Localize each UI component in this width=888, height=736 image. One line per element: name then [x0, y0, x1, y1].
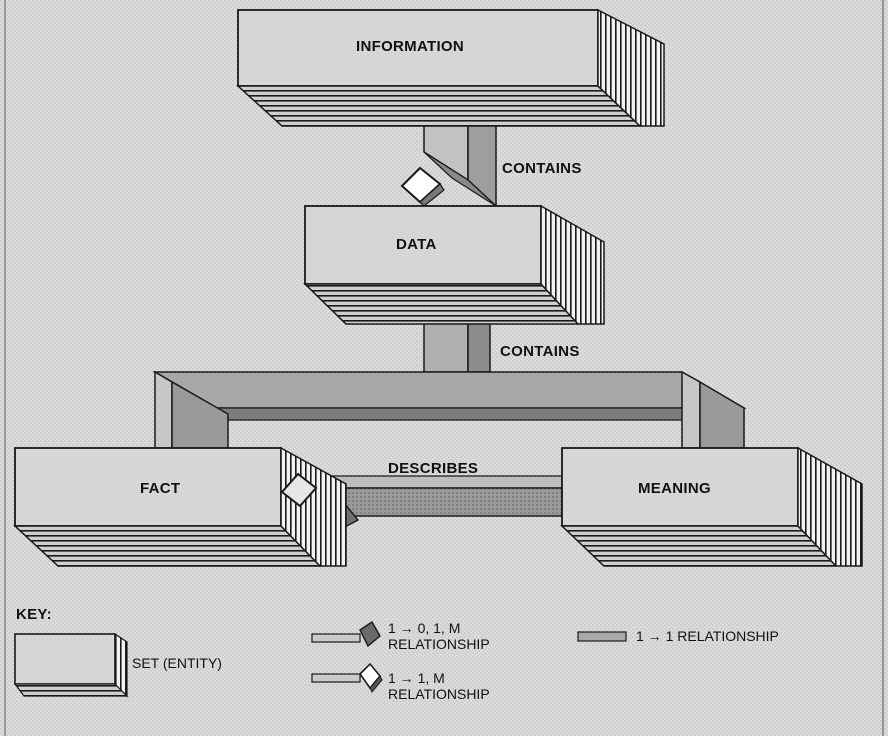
diamond-fact-meaning	[280, 472, 318, 508]
key-rel-one-many-symbol	[311, 662, 383, 693]
entity-label-fact: FACT	[140, 480, 181, 497]
entity-label-data: DATA	[396, 236, 437, 253]
key-label-rel-zero-one-many-word: RELATIONSHIP	[388, 636, 490, 652]
key-title: KEY:	[16, 606, 52, 623]
key-label-rel-one-many-arrow: 1 → 1, M	[388, 670, 445, 686]
relationship-label-information-data: CONTAINS	[502, 160, 582, 177]
key-rel-zero-one-many-symbol	[311, 621, 381, 648]
key-label-set-entity: SET (ENTITY)	[132, 655, 222, 671]
entity-box-data	[303, 204, 605, 325]
key-label-rel-one-one: 1 → 1 RELATIONSHIP	[636, 628, 779, 644]
entity-label-meaning: MEANING	[638, 480, 711, 497]
relationship-label-data-fork: CONTAINS	[500, 343, 580, 360]
diamond-information-data	[400, 166, 445, 207]
key-label-rel-zero-one-many-arrow: 1 → 0, 1, M	[388, 620, 461, 636]
key-label-rel-one-many-word: RELATIONSHIP	[388, 686, 490, 702]
relationship-label-fact-meaning: DESCRIBES	[388, 460, 479, 477]
key-rel-one-one-symbol	[577, 631, 627, 642]
entity-box-fact	[13, 446, 347, 567]
entity-label-information: INFORMATION	[356, 38, 465, 55]
key-set-entity-symbol	[13, 632, 129, 698]
entity-box-information	[236, 8, 665, 127]
link-fork-bar	[152, 370, 747, 449]
entity-box-meaning	[560, 446, 863, 567]
